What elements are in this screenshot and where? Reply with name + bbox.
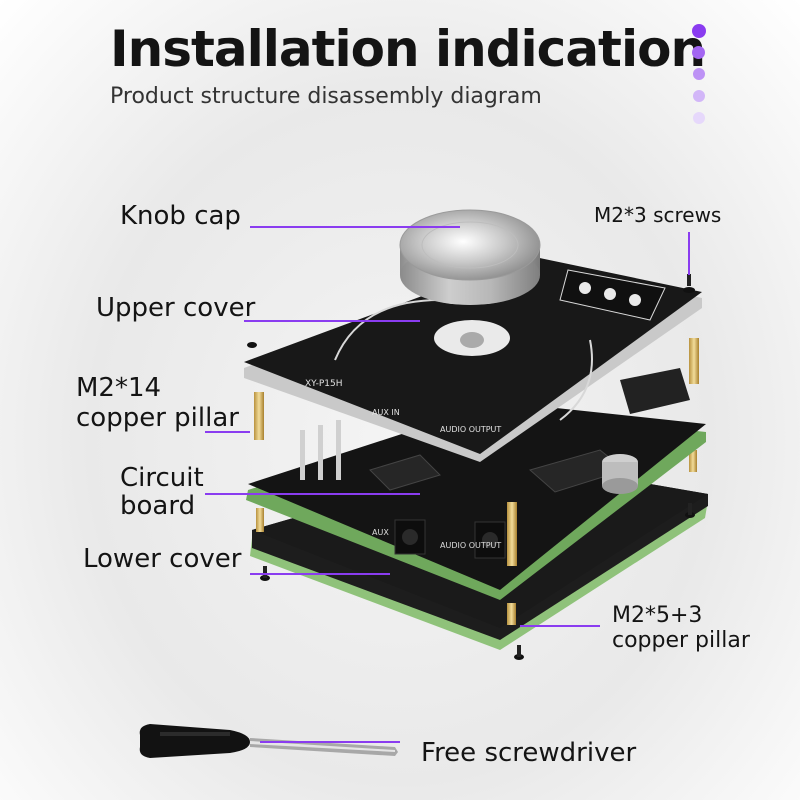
upper-cover: XY-P15H AUX IN AUDIO OUTPUT — [244, 256, 702, 462]
copper-pillar-lower-left — [256, 508, 264, 532]
label-pillar-m53-line1: M2*5+3 — [612, 603, 703, 628]
label-knob-cap: Knob cap — [120, 201, 241, 231]
page-title: Installation indication — [110, 20, 706, 78]
accent-dot-4 — [693, 90, 705, 102]
board-label-aux-in: AUX IN — [372, 408, 400, 417]
label-screws: M2*3 screws — [594, 203, 722, 227]
knob-cap — [399, 209, 541, 305]
copper-pillar-lower-front — [507, 603, 516, 625]
accent-dot-2 — [692, 46, 705, 59]
board-label-audio-output: AUDIO OUTPUT — [440, 541, 501, 550]
label-pillar-m14-line1: M2*14 — [76, 373, 162, 403]
screw-top-right — [683, 274, 695, 293]
copper-pillar-m14-front — [507, 502, 517, 566]
accent-dot-1 — [692, 24, 706, 38]
copper-pillar-m14-right — [689, 338, 699, 384]
screw-bottom-front — [514, 645, 524, 660]
leader-lines — [205, 226, 690, 743]
label-pillar-m53-line2: copper pillar — [612, 628, 750, 653]
label-lower-cover: Lower cover — [83, 544, 242, 574]
copper-pillar-lower-right — [689, 450, 697, 472]
screw-top-left — [247, 342, 257, 348]
page-subtitle: Product structure disassembly diagram — [110, 84, 542, 109]
circuit-board: AUDIO OUTPUT AUX — [246, 368, 706, 600]
label-pillar-m14-line2: copper pillar — [76, 403, 239, 433]
label-circuit-line1: Circuit — [120, 463, 204, 493]
accent-dot-5 — [693, 112, 705, 124]
board-label-aux: AUX — [372, 528, 389, 537]
screw-bottom-right — [685, 503, 695, 518]
label-circuit-line2: board — [120, 491, 196, 521]
label-screwdriver: Free screwdriver — [421, 738, 637, 768]
board-label-audio-output-top: AUDIO OUTPUT — [440, 425, 501, 434]
label-upper-cover: Upper cover — [96, 293, 256, 323]
accent-dot-3 — [693, 68, 705, 80]
copper-pillar-m14-left — [254, 392, 264, 440]
screw-bottom-left — [260, 566, 270, 581]
board-label-model: XY-P15H — [305, 379, 343, 389]
